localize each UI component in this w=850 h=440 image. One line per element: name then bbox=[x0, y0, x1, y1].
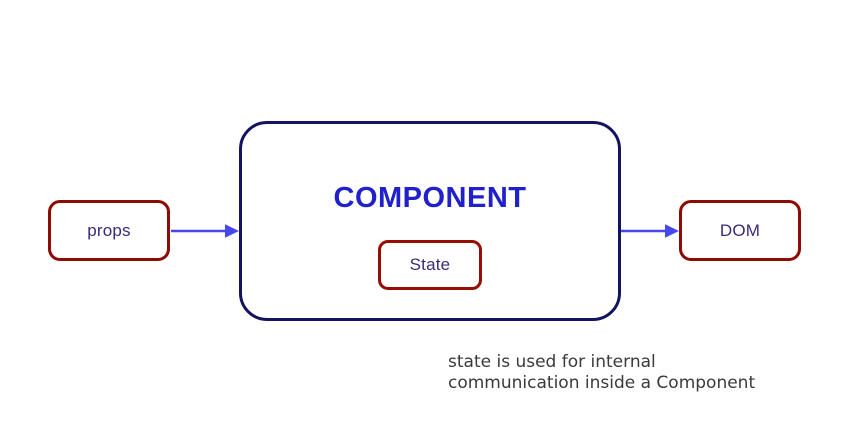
arrow-head bbox=[665, 224, 679, 238]
component-title: COMPONENT bbox=[333, 182, 527, 214]
caption-line-2: communication inside a Component bbox=[448, 373, 756, 393]
dom-label: DOM bbox=[719, 220, 761, 240]
props-label: props bbox=[87, 220, 131, 240]
state-label: State bbox=[409, 255, 451, 274]
dom-node: DOM bbox=[679, 200, 801, 261]
component-node: COMPONENT bbox=[239, 121, 621, 321]
arrow-right-icon bbox=[621, 224, 679, 238]
props-node: props bbox=[48, 200, 170, 261]
arrow-head bbox=[225, 224, 239, 238]
state-node: State bbox=[378, 240, 482, 290]
arrow-right-icon bbox=[171, 224, 239, 238]
caption: state is used for internal communication… bbox=[448, 352, 755, 394]
caption-line-1: state is used for internal bbox=[448, 352, 656, 372]
